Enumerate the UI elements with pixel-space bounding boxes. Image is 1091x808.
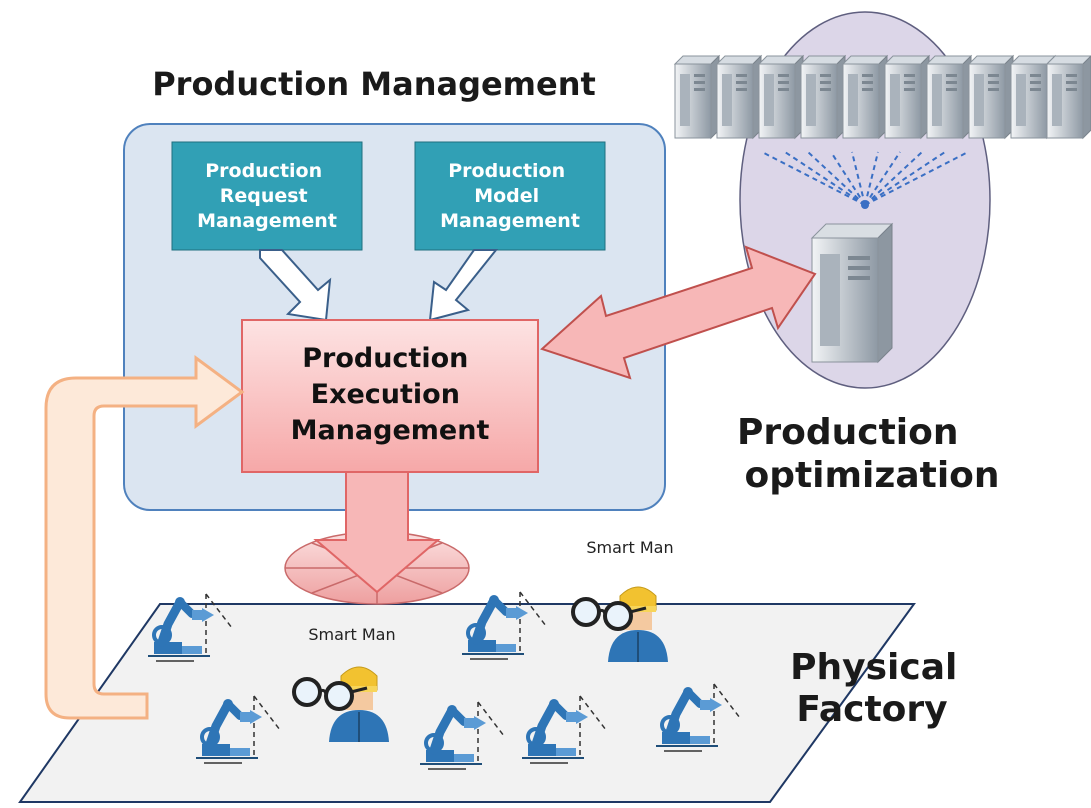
request-management-box bbox=[171, 141, 363, 251]
execution-optimization-double-arrow bbox=[540, 245, 817, 380]
wifi-source-dot bbox=[861, 201, 869, 209]
factory-label-line2: Factory bbox=[796, 689, 947, 730]
model-to-execution-arrow bbox=[428, 249, 499, 322]
model-box-line2: Model bbox=[474, 185, 539, 207]
execution-management-box bbox=[241, 319, 539, 473]
optimization-server-icon bbox=[810, 222, 894, 364]
svg-text:Physical Factory: Physical Factory bbox=[790, 647, 970, 730]
model-box-line3: Management bbox=[440, 210, 580, 232]
execution-to-factory-arrow bbox=[313, 469, 441, 594]
request-box-line3: Management bbox=[197, 210, 337, 232]
svg-text:Production Request Man: Production Request Management bbox=[197, 160, 337, 232]
optimization-label-line2: optimization bbox=[744, 455, 999, 496]
wifi-icon bbox=[761, 151, 969, 206]
factory-label-line1: Physical bbox=[790, 647, 957, 688]
execution-box-line1: Production bbox=[302, 343, 468, 374]
execution-box-line3: Management bbox=[291, 415, 490, 446]
model-box-line1: Production bbox=[448, 160, 565, 182]
server-rack-row bbox=[674, 55, 1091, 139]
production-management-title: Production Management bbox=[152, 65, 596, 103]
svg-text:Production Execution M: Production Execution Management bbox=[291, 343, 490, 446]
smart-man-label-bottom: Smart Man bbox=[308, 625, 395, 644]
request-box-line2: Request bbox=[220, 185, 308, 207]
execution-box-line2: Execution bbox=[311, 379, 460, 410]
smart-man-label-top: Smart Man bbox=[586, 538, 673, 557]
optimization-label-line1: Production bbox=[737, 412, 959, 453]
svg-text:Production optimization: Production optimization bbox=[737, 412, 1000, 496]
svg-text:Production Model Manag: Production Model Management bbox=[440, 160, 580, 232]
factory-feedback-arrow bbox=[44, 355, 245, 720]
request-box-line1: Production bbox=[205, 160, 322, 182]
model-management-box bbox=[414, 141, 606, 251]
